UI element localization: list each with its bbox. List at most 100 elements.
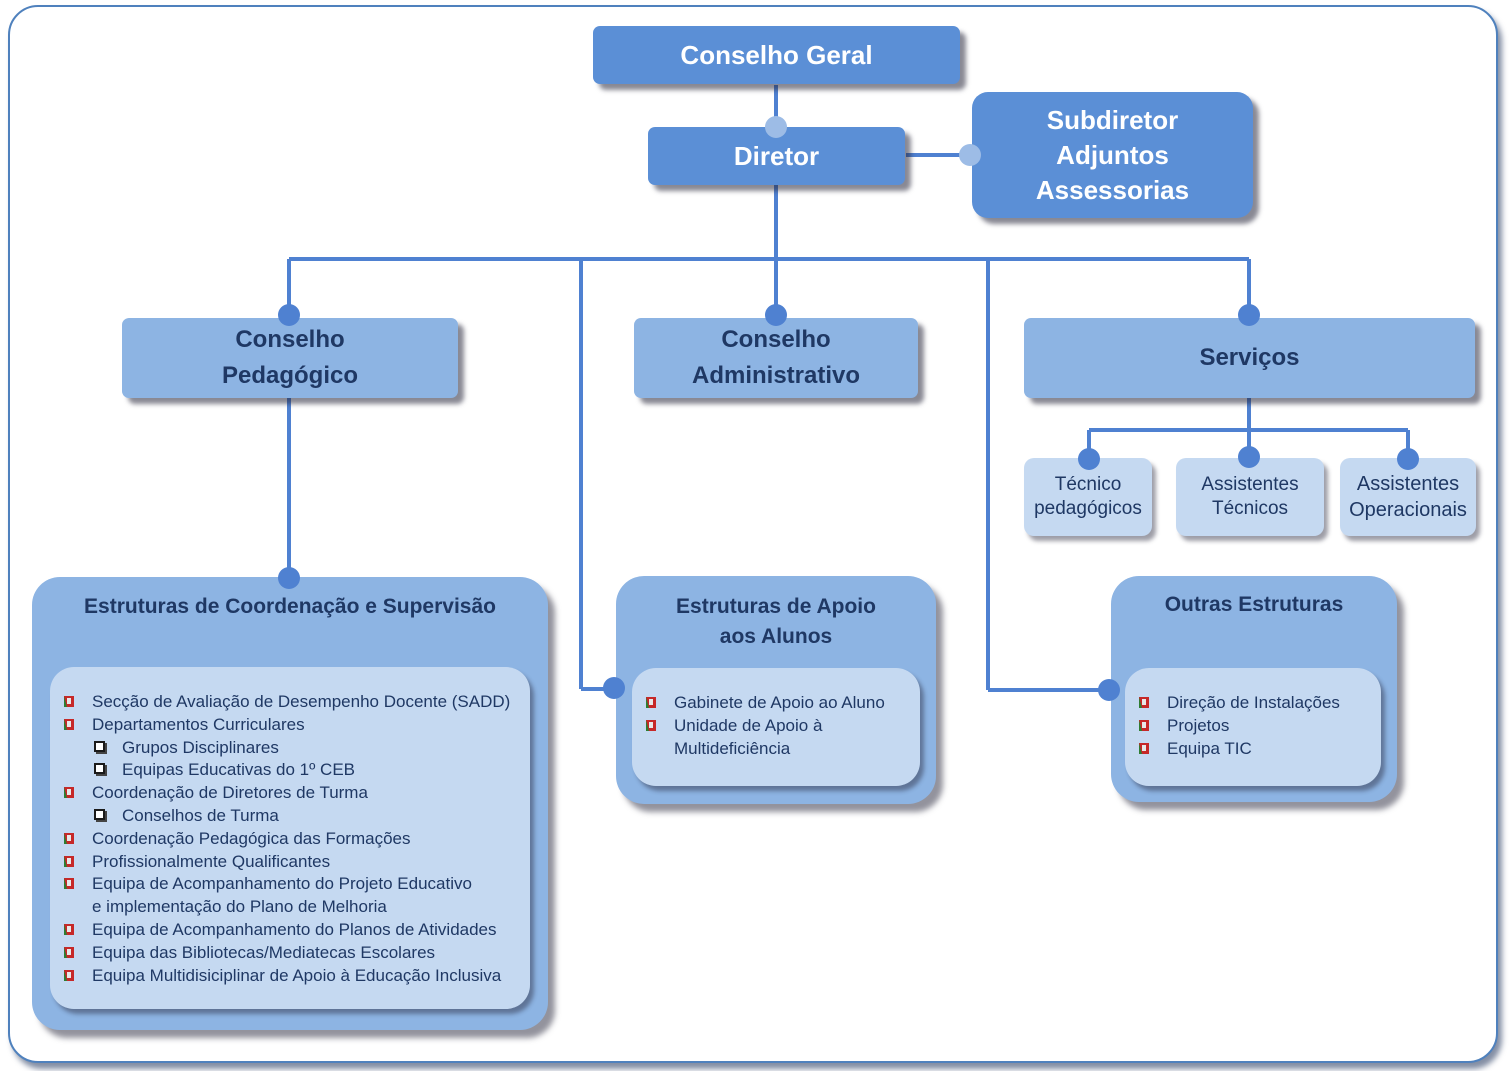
servicos-label: Serviços [1199, 344, 1300, 371]
coordenacao-item-text: Equipa Multidisiciplinar de Apoio à Educ… [92, 965, 502, 985]
apoio-item: Multideficiência [632, 738, 920, 761]
bullet-icon [1139, 742, 1149, 754]
checkbox-icon [94, 808, 105, 820]
coordenacao-item-text: Equipa das Bibliotecas/Mediatecas Escola… [92, 942, 436, 962]
coordenacao-item: Equipa de Acompanhamento do Projeto Educ… [50, 873, 530, 896]
diretor-label: Diretor [733, 141, 820, 171]
connector-dot [278, 304, 300, 326]
assist-tecnicos-line-2: Técnicos [1211, 498, 1289, 519]
coordenacao-list-box: Secção de Avaliação de Desempenho Docent… [50, 667, 530, 1009]
administrativo-line-2: Administrativo [691, 362, 861, 389]
coordenacao-item-text: Coordenação Pedagógica das Formações [92, 828, 411, 848]
apoio-title-line-1: Estruturas de Apoio [676, 595, 876, 618]
checkbox-icon [94, 740, 105, 752]
connector-dot [1397, 448, 1419, 470]
bullet-icon [64, 696, 74, 707]
adjuntos-label: Adjuntos [1056, 139, 1169, 170]
bullet-icon [64, 855, 74, 867]
conselho-pedagogico-box: Conselho Pedagógico [122, 318, 458, 398]
apoio-item-text: Gabinete de Apoio ao Aluno [674, 693, 885, 712]
connector-dot [1098, 679, 1120, 701]
coordenacao-item: Coordenação de Diretores de Turma [50, 782, 530, 805]
administrativo-line-1: Conselho [721, 326, 831, 353]
pedagogico-line-1: Conselho [235, 326, 345, 353]
assistentes-operacionais-box: Assistentes Operacionais [1340, 458, 1476, 536]
coordenacao-item-text: Equipas Educativas do 1º CEB [122, 760, 356, 780]
coordenacao-panel: Estruturas de Coordenação e Supervisão S… [32, 577, 548, 1030]
conselho-geral-box: Conselho Geral [593, 26, 960, 84]
assistentes-tecnicos-box: Assistentes Técnicos [1176, 458, 1324, 536]
checkbox-icon [94, 763, 105, 775]
coordenacao-item: Equipa das Bibliotecas/Mediatecas Escola… [50, 942, 530, 965]
outras-item: Direção de Instalações [1125, 692, 1381, 715]
coordenacao-item: Secção de Avaliação de Desempenho Docent… [50, 691, 530, 714]
coordenacao-item-text: Profissionalmente Qualificantes [92, 851, 331, 871]
assist-tecnicos-line-1: Assistentes [1201, 474, 1299, 495]
assessorias-label: Assessorias [1035, 174, 1190, 205]
subdiretor-label: Subdiretor [1046, 104, 1179, 135]
bullet-icon [64, 923, 74, 935]
coordenacao-item: Coordenação Pedagógica das Formações [50, 828, 530, 851]
outras-panel: Outras Estruturas Direção de Instalações… [1111, 576, 1397, 802]
connector-dot [1078, 448, 1100, 470]
coordenacao-title: Estruturas de Coordenação e Supervisão [84, 595, 496, 618]
outras-item-text: Equipa TIC [1167, 738, 1252, 758]
connector-dot [765, 116, 787, 138]
connector-dot [603, 677, 625, 699]
apoio-item: Gabinete de Apoio ao Aluno [632, 692, 920, 715]
coordenacao-item-text: Equipa de Acompanhamento do Planos de At… [92, 919, 497, 939]
assist-oper-line-2: Operacionais [1349, 499, 1467, 521]
bullet-icon [64, 946, 74, 958]
coordenacao-item-text: Departamentos Curriculares [92, 714, 305, 734]
coordenacao-list: Secção de Avaliação de Desempenho Docent… [50, 691, 530, 987]
servicos-box: Serviços [1024, 318, 1475, 398]
apoio-title-line-2: aos Alunos [719, 625, 833, 648]
bullet-icon [64, 969, 74, 981]
outras-item: Equipa TIC [1125, 738, 1381, 761]
coordenacao-item: Grupos Disciplinares [50, 737, 530, 760]
bullet-icon [64, 878, 74, 890]
bullet-icon [64, 787, 74, 799]
coordenacao-item: Profissionalmente Qualificantes [50, 851, 530, 874]
coordenacao-item: Departamentos Curriculares [50, 714, 530, 737]
apoio-title: Estruturas de Apoio aos Alunos [616, 592, 936, 652]
connector-dot [1238, 446, 1260, 468]
coordenacao-item: Equipa Multidisiciplinar de Apoio à Educ… [50, 965, 530, 988]
apoio-panel: Estruturas de Apoio aos Alunos Gabinete … [616, 576, 936, 804]
pedagogico-line-2: Pedagógico [221, 362, 359, 389]
tecnico-line-1: Técnico [1054, 474, 1122, 495]
bullet-icon [1139, 719, 1149, 731]
tecnico-line-2: pedagógicos [1034, 498, 1142, 519]
conselho-geral-label: Conselho Geral [680, 40, 873, 70]
connector-dot [959, 144, 981, 166]
coordenacao-item: e implementação do Plano de Melhoria [50, 896, 530, 919]
outras-item-text: Projetos [1167, 715, 1230, 735]
coordenacao-item: Conselhos de Turma [50, 805, 530, 828]
bullet-icon [646, 697, 656, 708]
coordenacao-item-text: e implementação do Plano de Melhoria [92, 897, 387, 917]
tecnico-pedagogicos-box: Técnico pedagógicos [1024, 458, 1152, 536]
subdiretor-box: Subdiretor Adjuntos Assessorias [972, 92, 1253, 218]
outras-item-text: Direção de Instalações [1167, 693, 1340, 712]
apoio-item: Unidade de Apoio à [632, 715, 920, 738]
outras-title: Outras Estruturas [1164, 593, 1344, 616]
outras-item: Projetos [1125, 715, 1381, 738]
apoio-item-text: Unidade de Apoio à [674, 715, 823, 735]
coordenacao-item-text: Equipa de Acompanhamento do Projeto Educ… [92, 874, 472, 894]
bullet-icon [64, 718, 74, 730]
coordenacao-item-text: Coordenação de Diretores de Turma [92, 783, 368, 803]
conselho-administrativo-box: Conselho Administrativo [634, 318, 918, 398]
bullet-icon [64, 832, 74, 844]
coordenacao-item: Equipas Educativas do 1º CEB [50, 759, 530, 782]
bullet-icon [646, 719, 656, 731]
coordenacao-item-text: Grupos Disciplinares [122, 737, 279, 757]
apoio-item-text: Multideficiência [674, 738, 791, 758]
assist-oper-line-1: Assistentes [1356, 473, 1460, 495]
connector-dot [278, 567, 300, 589]
connector-dot [1238, 304, 1260, 326]
coordenacao-item-text: Secção de Avaliação de Desempenho Docent… [92, 692, 511, 711]
